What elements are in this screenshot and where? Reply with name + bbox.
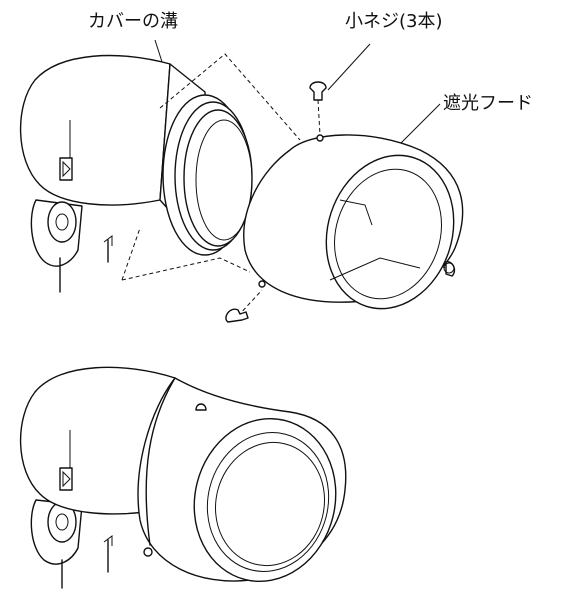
label-cover-groove: カバーの溝 — [88, 11, 178, 32]
mounting-bracket-icon — [30, 199, 113, 293]
camera-assembled — [19, 366, 347, 589]
screw-icon — [309, 81, 327, 101]
screw-icon — [225, 308, 249, 323]
leader-line-small-screws — [327, 43, 371, 91]
label-light-shield-hood: 遮光フード — [443, 93, 533, 114]
camera-body-top — [19, 54, 253, 293]
screw-icon — [195, 403, 207, 411]
screw-icon — [143, 547, 153, 557]
screw-icon — [443, 261, 456, 277]
label-small-screws: 小ネジ(3本) — [345, 11, 443, 32]
mounting-bracket-icon — [30, 499, 113, 589]
light-shield-hood-icon — [243, 134, 464, 310]
